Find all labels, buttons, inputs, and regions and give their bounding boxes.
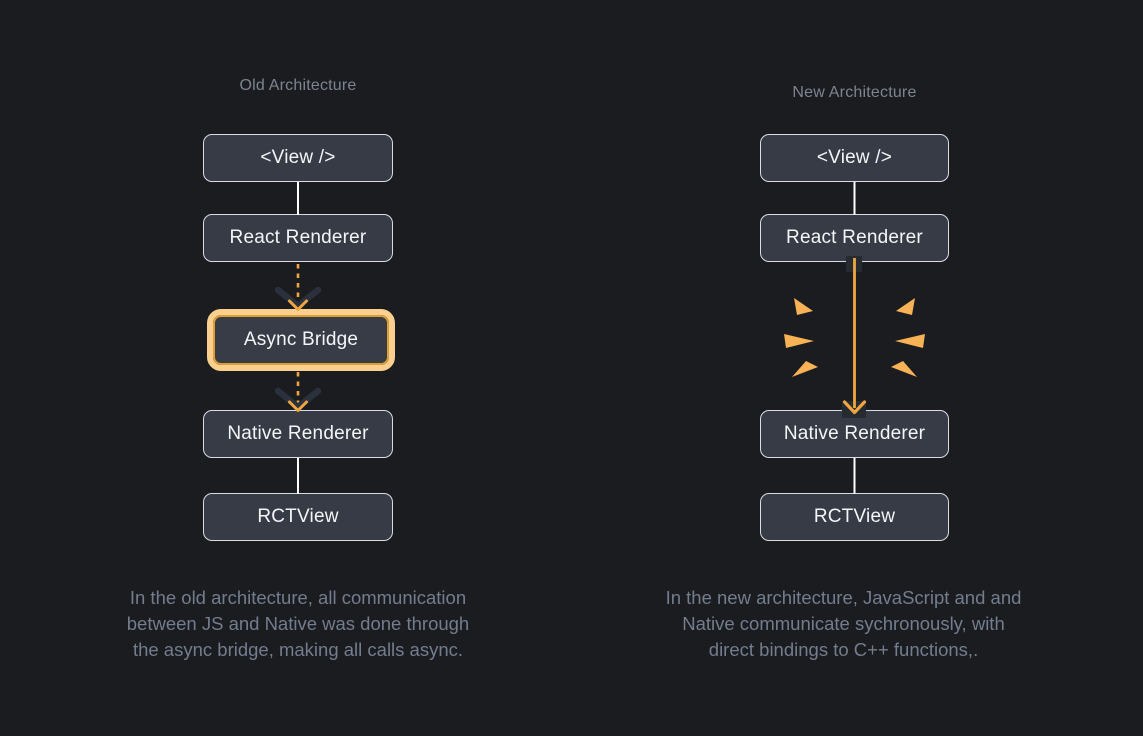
caption-new-line-2: Native communicate sychronously, with bbox=[682, 613, 1005, 634]
caption-new-line-3: direct bindings to C++ functions,. bbox=[708, 639, 979, 660]
async-arrow-bridge-to-native bbox=[274, 372, 322, 412]
sync-arrow-react-to-native bbox=[842, 256, 867, 418]
node-view-old: <View /> bbox=[203, 134, 393, 182]
caption-old: In the old architecture, all communicati… bbox=[80, 585, 516, 663]
node-rctview-old: RCTView bbox=[203, 493, 393, 541]
caption-old-line-3: the async bridge, making all calls async… bbox=[132, 639, 464, 660]
node-native-renderer-old: Native Renderer bbox=[203, 410, 393, 458]
diagram-title-old: Old Architecture bbox=[239, 77, 357, 94]
caption-new-line-1: In the new architecture, JavaScript and … bbox=[665, 587, 1022, 608]
spark-marks-right bbox=[891, 298, 925, 377]
arrowhead-dark-chevron-icon bbox=[274, 286, 322, 310]
caption-old-line-2: between JS and Native was done through bbox=[126, 613, 470, 634]
node-async-bridge: Async Bridge bbox=[213, 315, 389, 365]
arrowhead-dark-chevron-icon bbox=[274, 387, 322, 411]
async-arrow-react-to-bridge bbox=[274, 264, 322, 311]
caption-old-line-1: In the old architecture, all communicati… bbox=[129, 587, 467, 608]
node-async-bridge-highlight: Async Bridge bbox=[207, 309, 395, 371]
node-native-renderer-new: Native Renderer bbox=[760, 410, 949, 458]
diagram-title-new: New Architecture bbox=[792, 84, 917, 101]
spark-marks-left bbox=[784, 298, 818, 377]
node-view-new: <View /> bbox=[760, 134, 949, 182]
spark-icon bbox=[792, 361, 818, 377]
spark-icon bbox=[794, 298, 813, 315]
caption-new: In the new architecture, JavaScript and … bbox=[620, 585, 1067, 663]
node-react-renderer-new: React Renderer bbox=[760, 214, 949, 262]
spark-icon bbox=[896, 298, 915, 315]
node-rctview-new: RCTView bbox=[760, 493, 949, 541]
node-react-renderer-old: React Renderer bbox=[203, 214, 393, 262]
spark-icon bbox=[784, 334, 814, 348]
spark-icon bbox=[895, 334, 925, 348]
spark-icon bbox=[891, 361, 917, 377]
